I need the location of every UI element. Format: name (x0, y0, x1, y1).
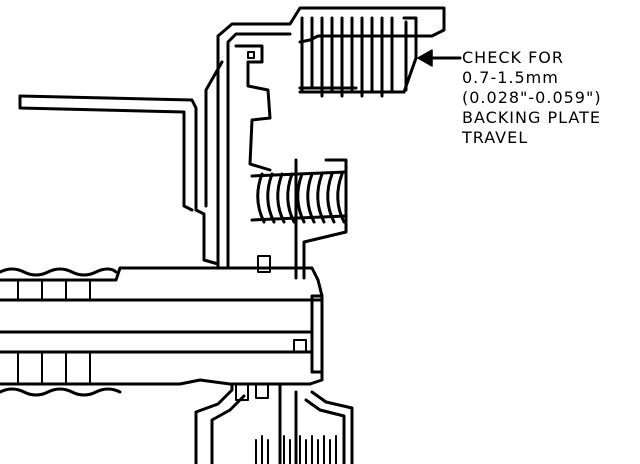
callout-line: TRAVEL (462, 128, 529, 147)
backing-plate-travel-callout: CHECK FOR 0.7-1.5mm (0.028"-0.059") BACK… (462, 48, 602, 148)
lower-clutch-drum (194, 382, 354, 464)
lower-clutch-plates (255, 435, 337, 464)
clutch-piston (234, 44, 272, 172)
backing-plate (402, 16, 418, 94)
callout-arrow (417, 49, 462, 67)
return-spring (250, 170, 348, 224)
main-shaft (0, 266, 324, 397)
snap-ring (293, 294, 324, 374)
callout-line: 0.7-1.5mm (462, 68, 559, 87)
input-shell-flange (18, 60, 224, 266)
clutch-plate-pack (298, 16, 406, 98)
callout-line: CHECK FOR (462, 48, 564, 67)
callout-line: (0.028"-0.059") (462, 88, 602, 107)
callout-line: BACKING PLATE (462, 108, 601, 127)
clutch-drum-housing (216, 6, 446, 270)
